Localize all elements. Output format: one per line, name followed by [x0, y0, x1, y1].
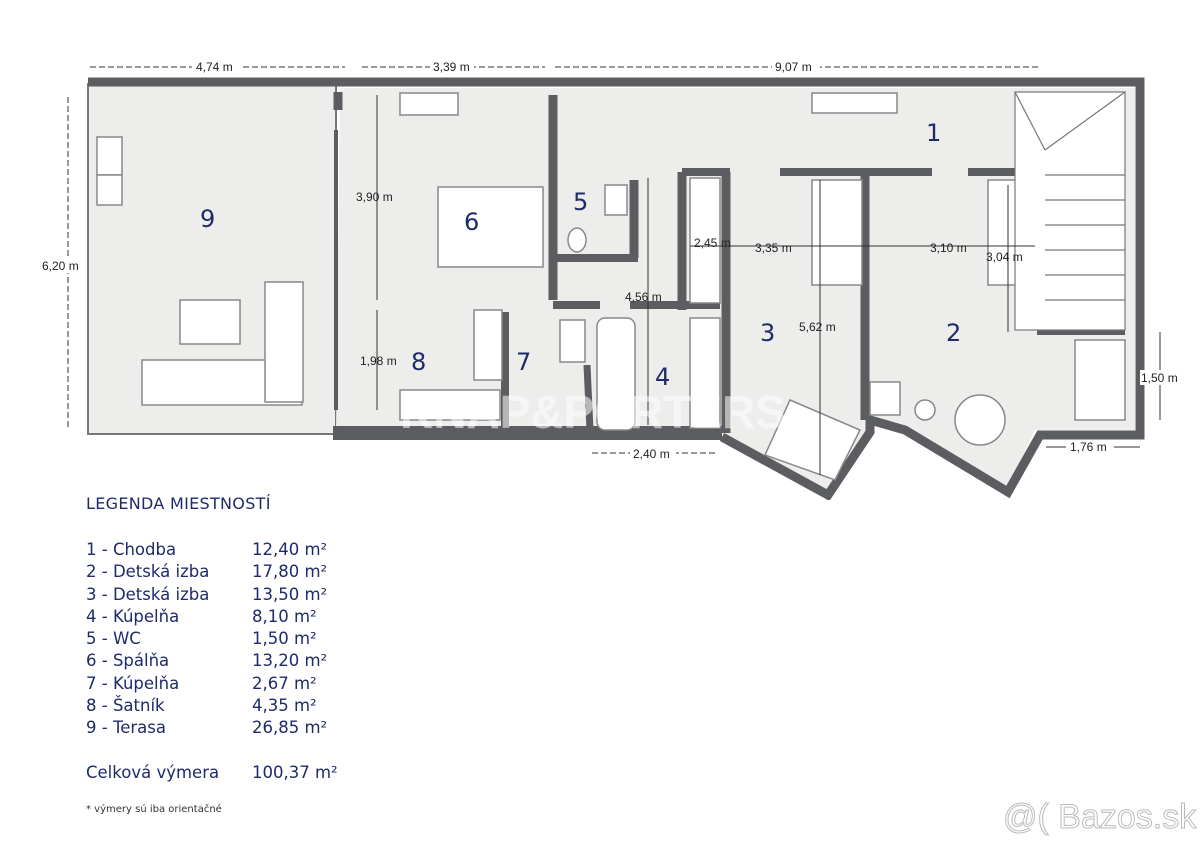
svg-text:2,40 m: 2,40 m [633, 447, 670, 461]
svg-text:2,45 m: 2,45 m [694, 236, 731, 250]
svg-text:1,76 m: 1,76 m [1070, 440, 1107, 454]
room-1-label: 1 [926, 119, 941, 147]
legend-title: LEGENDA MIESTNOSTÍ [86, 494, 271, 513]
room-5-label: 5 [573, 188, 588, 216]
room-3-label: 3 [760, 319, 775, 347]
dimension-labels: 4,74 m 3,39 m 9,07 m 6,20 m 3,90 m 1,98 … [40, 59, 1184, 461]
room-8-label: 8 [411, 348, 426, 376]
room-6-label: 6 [464, 208, 479, 236]
svg-text:4,74 m: 4,74 m [196, 60, 233, 74]
svg-text:4,56 m: 4,56 m [625, 290, 662, 304]
staircase [1014, 91, 1126, 331]
floor-plan: KNAP&PORTERS 4,74 m 3,39 m 9,07 m 6,20 m… [40, 59, 1184, 500]
room-7-label: 7 [516, 348, 531, 376]
room-9-label: 9 [200, 205, 215, 233]
svg-text:1,50 m: 1,50 m [1141, 371, 1178, 385]
svg-text:3,90 m: 3,90 m [356, 190, 393, 204]
svg-text:5,62 m: 5,62 m [799, 320, 836, 334]
room-numbers: 1 2 3 4 5 6 7 8 9 [200, 119, 961, 391]
svg-text:1,98 m: 1,98 m [360, 354, 397, 368]
svg-text:3,39 m: 3,39 m [433, 60, 470, 74]
svg-text:3,04 m: 3,04 m [986, 250, 1023, 264]
legend-note: * výmery sú iba orientačné [86, 803, 222, 815]
svg-text:6,20 m: 6,20 m [42, 259, 79, 273]
room-4-label: 4 [655, 363, 670, 391]
watermark-logo: KNAP&PORTERS [400, 386, 786, 438]
bazos-watermark: @( Bazos.sk [1002, 798, 1197, 837]
svg-text:3,35 m: 3,35 m [755, 241, 792, 255]
furniture [96, 92, 1126, 481]
svg-text:3,10 m: 3,10 m [930, 241, 967, 255]
room-2-label: 2 [946, 319, 961, 347]
dimension-lines [67, 66, 1161, 475]
svg-text:9,07 m: 9,07 m [775, 60, 812, 74]
